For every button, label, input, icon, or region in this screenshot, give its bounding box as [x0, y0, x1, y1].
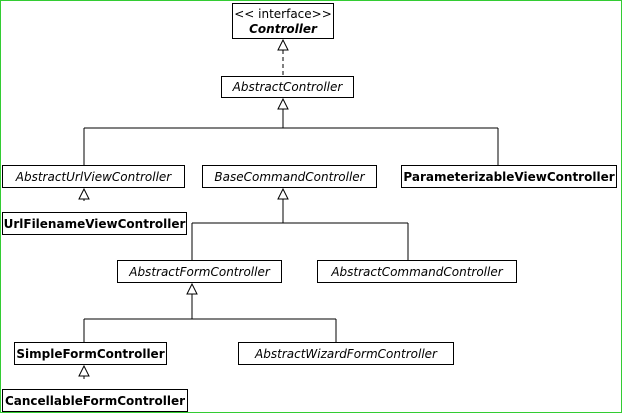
abstract-url-view-controller-box: AbstractUrlViewController: [2, 165, 185, 188]
abstract-form-controller-label: AbstractFormController: [129, 264, 270, 279]
abstract-controller-edge-arrowhead: [277, 97, 289, 110]
base-command-controller-box: BaseCommandController: [202, 165, 377, 188]
abstract-url-view-controller-label: AbstractUrlViewController: [15, 169, 172, 184]
abstract-controller-label: AbstractController: [232, 80, 343, 94]
simple-form-controller-label: SimpleFormController: [16, 346, 165, 361]
cancellable-form-controller-label: CancellableFormController: [4, 393, 186, 408]
abstract-controller-box: AbstractController: [221, 76, 354, 98]
url-filename-view-controller-box: UrlFilenameViewController: [2, 212, 187, 235]
base-command-edge-arrowhead: [277, 187, 289, 200]
abstract-wizard-form-controller-label: AbstractWizardFormController: [255, 346, 437, 361]
abstract-form-controller-box: AbstractFormController: [117, 260, 282, 283]
parameterizable-view-controller-box: ParameterizableViewController: [401, 165, 617, 188]
url-view-edge-arrowhead: [78, 187, 90, 200]
abstract-form-edge-arrowhead: [186, 282, 198, 295]
controller-interface-name: Controller: [249, 21, 317, 36]
realization-arrowhead: [277, 38, 289, 51]
controller-interface-box: << interface>> Controller: [232, 3, 334, 39]
simple-form-controller-box: SimpleFormController: [14, 342, 167, 365]
interface-stereotype: << interface>>: [234, 6, 332, 21]
parameterizable-view-controller-label: ParameterizableViewController: [403, 169, 615, 184]
base-command-controller-label: BaseCommandController: [214, 169, 365, 184]
url-filename-view-controller-label: UrlFilenameViewController: [3, 216, 186, 231]
simple-form-edge-arrowhead: [78, 364, 90, 377]
abstract-command-controller-label: AbstractCommandController: [331, 264, 503, 279]
abstract-wizard-form-controller-box: AbstractWizardFormController: [238, 342, 454, 365]
cancellable-form-controller-box: CancellableFormController: [2, 389, 188, 412]
abstract-command-controller-box: AbstractCommandController: [317, 260, 517, 283]
